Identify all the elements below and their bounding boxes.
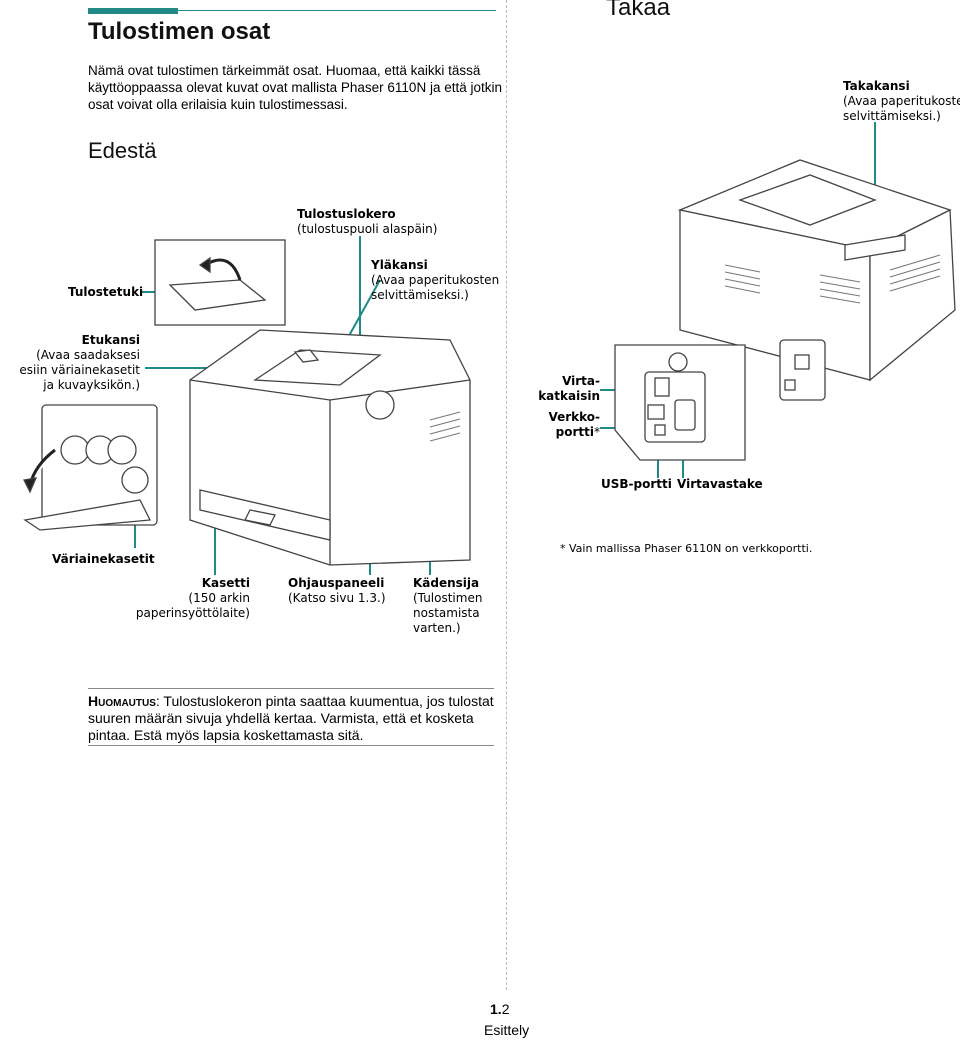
label-control-panel: Ohjauspaneeli (Katso sivu 1.3.): [288, 576, 386, 606]
handle-desc-1: (Tulostimen: [413, 591, 483, 605]
network-port-name-2: portti: [555, 425, 594, 439]
tray-desc-2: paperinsyöttölaite): [135, 606, 250, 620]
label-rear-cover: Takakansi (Avaa paperitukosten selvittäm…: [843, 79, 960, 124]
front-cover-desc-3: ja kuvayksikön.): [43, 378, 140, 392]
top-cover-name: Yläkansi: [371, 258, 428, 272]
output-tray-desc: (tulostuspuoli alaspäin): [297, 222, 438, 236]
label-toner: Väriainekasetit: [52, 552, 155, 567]
rear-cover-desc-1: (Avaa paperitukosten: [843, 94, 960, 108]
port-closeup-drawing: [614, 344, 746, 461]
front-cover-desc-1: (Avaa saadaksesi: [36, 348, 140, 362]
top-cover-desc-1: (Avaa paperitukosten: [371, 273, 500, 287]
power-switch-name-1: Virta-: [562, 374, 600, 388]
header-rule: [178, 10, 496, 11]
output-support-drawing: [154, 239, 286, 326]
note-rule-top: [88, 688, 494, 689]
top-cover-desc-2: selvittämiseksi.): [371, 288, 469, 302]
page-number: 1.2: [490, 1001, 509, 1017]
front-printer-drawing: [189, 329, 471, 566]
network-port-name-1: Verkko-: [548, 410, 600, 424]
intro-paragraph: Nämä ovat tulostimen tärkeimmät osat. Hu…: [88, 63, 502, 112]
label-handle: Kädensija (Tulostimen nostamista varten.…: [413, 576, 482, 636]
network-port-asterisk: *: [594, 425, 600, 439]
power-socket-name: Virtavastake: [677, 477, 763, 491]
label-usb-port: USB-portti: [601, 477, 672, 492]
section-heading-back: Takaa: [606, 0, 671, 21]
usb-port-name: USB-portti: [601, 477, 672, 491]
label-power-socket: Virtavastake: [677, 477, 763, 492]
front-cover-name: Etukansi: [81, 333, 140, 347]
handle-desc-3: varten.): [413, 621, 461, 635]
handle-desc-2: nostamista: [413, 606, 480, 620]
rear-cover-desc-2: selvittämiseksi.): [843, 109, 941, 123]
label-front-cover: Etukansi (Avaa saadaksesi esiin väriaine…: [19, 333, 140, 393]
output-support-name: Tulostetuki: [68, 285, 144, 299]
rear-cover-name: Takakansi: [843, 79, 910, 93]
note-box: Huomautus: Tulostuslokeron pinta saattaa…: [88, 693, 508, 744]
label-output-support: Tulostetuki: [68, 285, 143, 300]
note-label: Huomautus: [88, 693, 156, 709]
control-panel-name: Ohjauspaneeli: [288, 576, 385, 590]
chapter-number: 1.: [490, 1001, 502, 1017]
power-switch-name-2: katkaisin: [538, 389, 600, 403]
toner-inset-drawing: [23, 404, 158, 531]
control-panel-desc: (Katso sivu 1.3.): [288, 591, 386, 605]
note-text: : Tulostuslokeron pinta saattaa kuumentu…: [88, 693, 494, 743]
front-cover-desc-2: esiin väriainekasetit: [19, 363, 140, 377]
handle-name: Kädensija: [413, 576, 480, 590]
label-top-cover: Yläkansi (Avaa paperitukosten selvittämi…: [371, 258, 499, 303]
label-power-switch: Virta- katkaisin: [538, 374, 600, 404]
note-rule-bottom: [88, 745, 494, 746]
output-tray-name: Tulostuslokero: [297, 207, 396, 221]
label-network-port: Verkko- portti*: [548, 410, 600, 440]
toner-name: Väriainekasetit: [52, 552, 155, 566]
section-name: Esittely: [484, 1022, 530, 1038]
rear-printer-drawing: [677, 159, 956, 401]
tray-desc-1: (150 arkin: [188, 591, 250, 605]
tray-name: Kasetti: [201, 576, 250, 590]
header-accent-bar: [88, 8, 178, 14]
column-divider: [506, 0, 507, 990]
label-tray: Kasetti (150 arkin paperinsyöttölaite): [136, 576, 250, 621]
page-title: Tulostimen osat: [88, 18, 271, 45]
footnote: * Vain mallissa Phaser 6110N on verkkopo…: [560, 542, 813, 555]
label-output-tray: Tulostuslokero (tulostuspuoli alaspäin): [297, 207, 437, 237]
section-heading-front: Edestä: [88, 138, 157, 163]
page-in-chapter: 2: [501, 1001, 510, 1017]
